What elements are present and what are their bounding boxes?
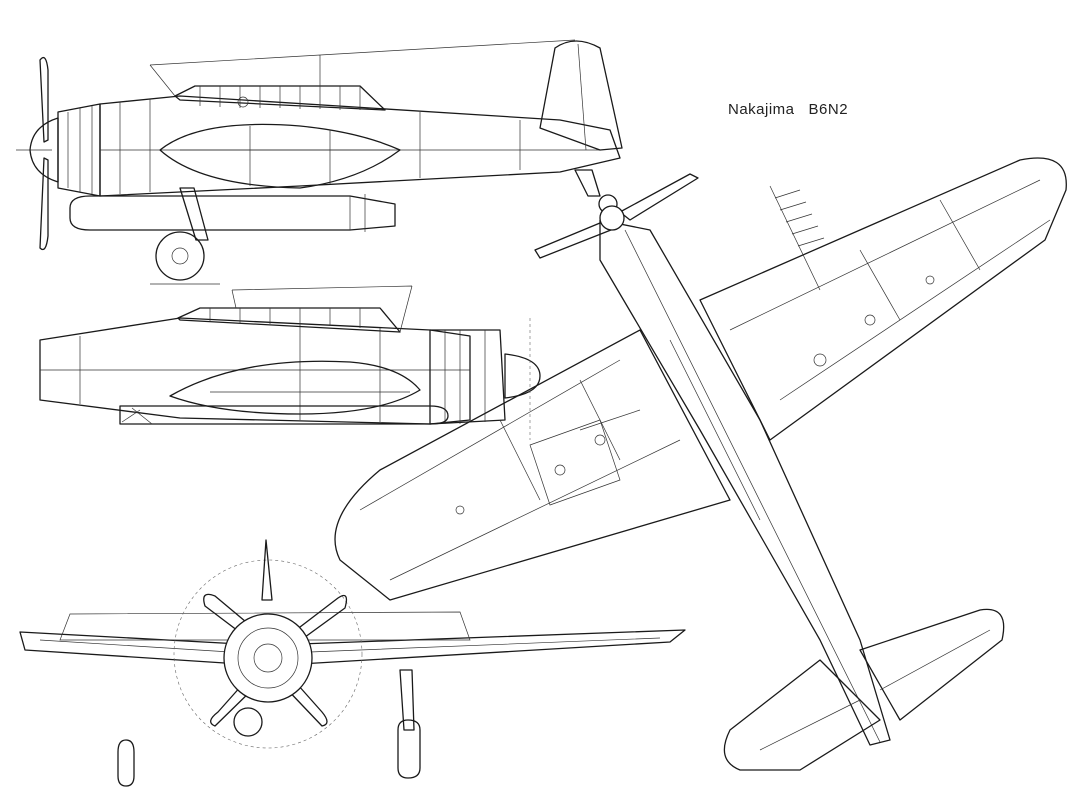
aircraft-title: Nakajima B6N2 (728, 101, 849, 118)
side-view-rear (39, 285, 541, 440)
side-view (16, 39, 623, 285)
front-view (19, 539, 686, 787)
bottom-view (334, 157, 1067, 771)
